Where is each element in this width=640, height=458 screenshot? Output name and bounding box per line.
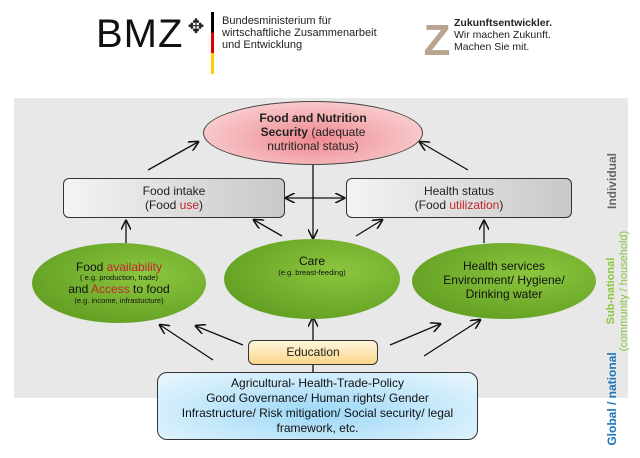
health-status-box: Health status (Food utilization)	[346, 178, 572, 218]
level-individual: Individual	[605, 153, 619, 210]
arrow	[160, 325, 214, 361]
health-services-line: Health services	[462, 259, 546, 274]
health-services-line: Drinking water	[465, 286, 543, 301]
care-node: Care (e.g. breast-feeding)	[224, 239, 400, 319]
availability-highlight: availability	[106, 259, 163, 274]
subnational-label: Sub-national	[605, 257, 617, 325]
availability-example: ( e.g. production, trade)	[80, 273, 158, 283]
arrow	[147, 142, 198, 171]
level-subnational: Sub-national (community / household)	[605, 221, 631, 361]
ministry-line: Bundesministerium für	[222, 15, 332, 27]
eagle-emblem-icon: ✥	[187, 16, 205, 38]
subnational-sublabel: (community / household)	[618, 230, 630, 352]
text: (Food	[144, 198, 180, 212]
slogan: Zukunftsentwickler. Wir machen Zukunft. …	[454, 17, 552, 53]
access-highlight: Access	[90, 282, 130, 296]
policy-line: Good Governance/ Human rights/ Gender	[206, 391, 429, 405]
arrow	[196, 326, 244, 346]
text: to food	[129, 282, 170, 296]
slogan-line: Wir machen Zukunft.	[454, 29, 551, 41]
bmz-logo: BMZ	[96, 12, 184, 56]
education-label: Education	[286, 345, 340, 360]
health-services-line: Environment/ Hygiene/	[443, 273, 565, 288]
z-logo-icon: Z	[423, 16, 451, 65]
health-services-node: Health services Environment/ Hygiene/ Dr…	[412, 243, 596, 319]
level-global: Global / national	[605, 352, 619, 446]
policy-line: framework, etc.	[276, 421, 359, 435]
care-example: (e.g. breast-feeding)	[278, 267, 346, 277]
text: (Food	[414, 198, 450, 212]
text: Food	[75, 259, 107, 274]
text: )	[199, 198, 204, 212]
care-title: Care	[298, 254, 325, 268]
policy-box: Agricultural- Health-Trade-Policy Good G…	[157, 372, 478, 440]
slogan-line: Machen Sie mit.	[454, 41, 530, 53]
health-status-title: Health status	[423, 183, 495, 198]
arrow	[423, 320, 480, 357]
food-availability-node: Food availability ( e.g. production, tra…	[32, 243, 206, 323]
text: )	[499, 198, 504, 212]
arrow	[254, 220, 283, 237]
german-flag-bar	[211, 12, 214, 74]
ministry-line: wirtschaftliche Zusammenarbeit	[222, 27, 377, 39]
food-use-highlight: use	[179, 198, 200, 212]
arrow	[355, 220, 382, 237]
ministry-name: Bundesministerium für wirtschaftliche Zu…	[222, 15, 377, 51]
policy-line: Infrastructure/ Risk mitigation/ Social …	[181, 406, 454, 420]
food-utilization-highlight: utilization	[449, 198, 500, 212]
arrow	[420, 142, 469, 171]
policy-line: Agricultural- Health-Trade-Policy	[231, 376, 404, 390]
slogan-line: Zukunftsentwickler.	[454, 17, 553, 29]
ministry-line: und Entwicklung	[222, 39, 303, 51]
food-nutrition-security-node: Food and Nutrition Security (adequate nu…	[203, 101, 423, 165]
food-intake-box: Food intake (Food use)	[63, 178, 285, 218]
text: and	[68, 282, 91, 296]
arrow	[389, 324, 440, 346]
fns-subtitle: (adequate nutritional status)	[267, 125, 366, 153]
fns-title: Food and Nutrition Security	[259, 111, 367, 140]
access-example: (e.g. income, infrastucture)	[74, 295, 164, 305]
food-intake-title: Food intake	[142, 183, 206, 198]
education-box: Education	[248, 340, 378, 365]
